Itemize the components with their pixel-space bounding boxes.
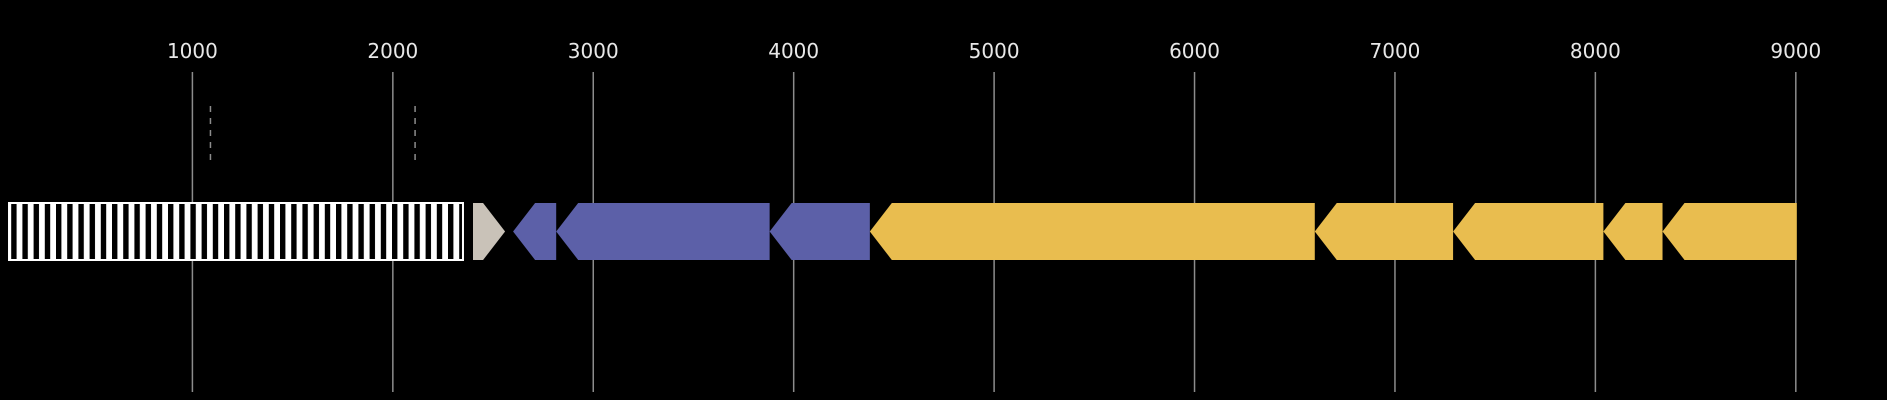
gold-gene-4: [1603, 203, 1663, 260]
axis-tick-label-9000: 9000: [1770, 39, 1821, 63]
gold-gene-1: [869, 203, 1315, 260]
gold-gene-3: [1453, 203, 1604, 260]
axis-tick-label-1000: 1000: [167, 39, 218, 63]
gold-gene-5: [1662, 203, 1797, 260]
axis-label-layer: 1000 2000 3000 4000 5000 6000 7000 8000 9000: [167, 39, 1821, 63]
axis-tick-label-2000: 2000: [367, 39, 418, 63]
hatched-region: [8, 202, 464, 261]
axis-tick-label-5000: 5000: [969, 39, 1020, 63]
axis-tick-label-3000: 3000: [568, 39, 619, 63]
axis-tick-label-8000: 8000: [1570, 39, 1621, 63]
blue-gene-2: [556, 203, 770, 260]
feature-layer: [8, 202, 1797, 261]
gray-gene: [473, 203, 506, 260]
blue-gene-3: [769, 203, 870, 260]
gold-gene-2: [1314, 203, 1454, 260]
blue-gene-1: [513, 203, 557, 260]
axis-tick-label-6000: 6000: [1169, 39, 1220, 63]
axis-tick-label-7000: 7000: [1370, 39, 1421, 63]
axis-tick-label-4000: 4000: [768, 39, 819, 63]
